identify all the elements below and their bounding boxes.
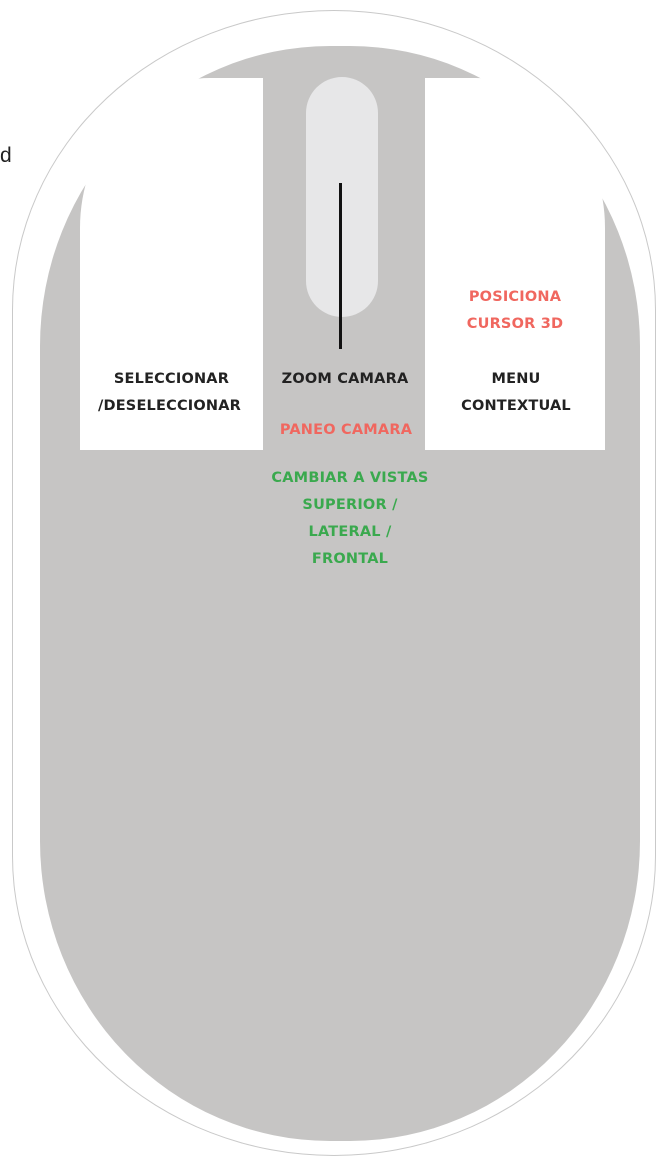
position-3d-cursor-line-1: POSICIONA [468,289,562,305]
zoom-camera-label: ZOOM CAMARA [281,371,409,387]
left-mouse-button [80,78,263,450]
left-button-label-line-2: /DESELECCIONAR [97,398,242,414]
context-menu-label: MENU CONTEXTUAL [430,366,602,420]
change-views-label: CAMBIAR A VISTAS SUPERIOR / LATERAL / FR… [250,465,450,573]
context-menu-line-1: MENU [491,371,541,387]
change-views-line-1: CAMBIAR A VISTAS [271,470,429,486]
scroll-wheel-pointer-line [339,183,342,349]
left-button-label-line-1: SELECCIONAR [113,371,230,387]
right-mouse-button [425,78,605,450]
change-views-line-3: LATERAL / [308,524,392,540]
change-views-line-4: FRONTAL [311,551,389,567]
left-button-label: SELECCIONAR /DESELECCIONAR [80,366,263,420]
change-views-line-2: SUPERIOR / [302,497,398,513]
stray-text-fragment: d [0,144,12,167]
pan-camera-label: PANEO CAMARA [279,422,413,438]
position-3d-cursor-label: POSICIONA CURSOR 3D [435,284,595,338]
position-3d-cursor-line-2: CURSOR 3D [466,316,564,332]
context-menu-line-2: CONTEXTUAL [461,398,571,414]
scroll-wheel [306,77,378,317]
